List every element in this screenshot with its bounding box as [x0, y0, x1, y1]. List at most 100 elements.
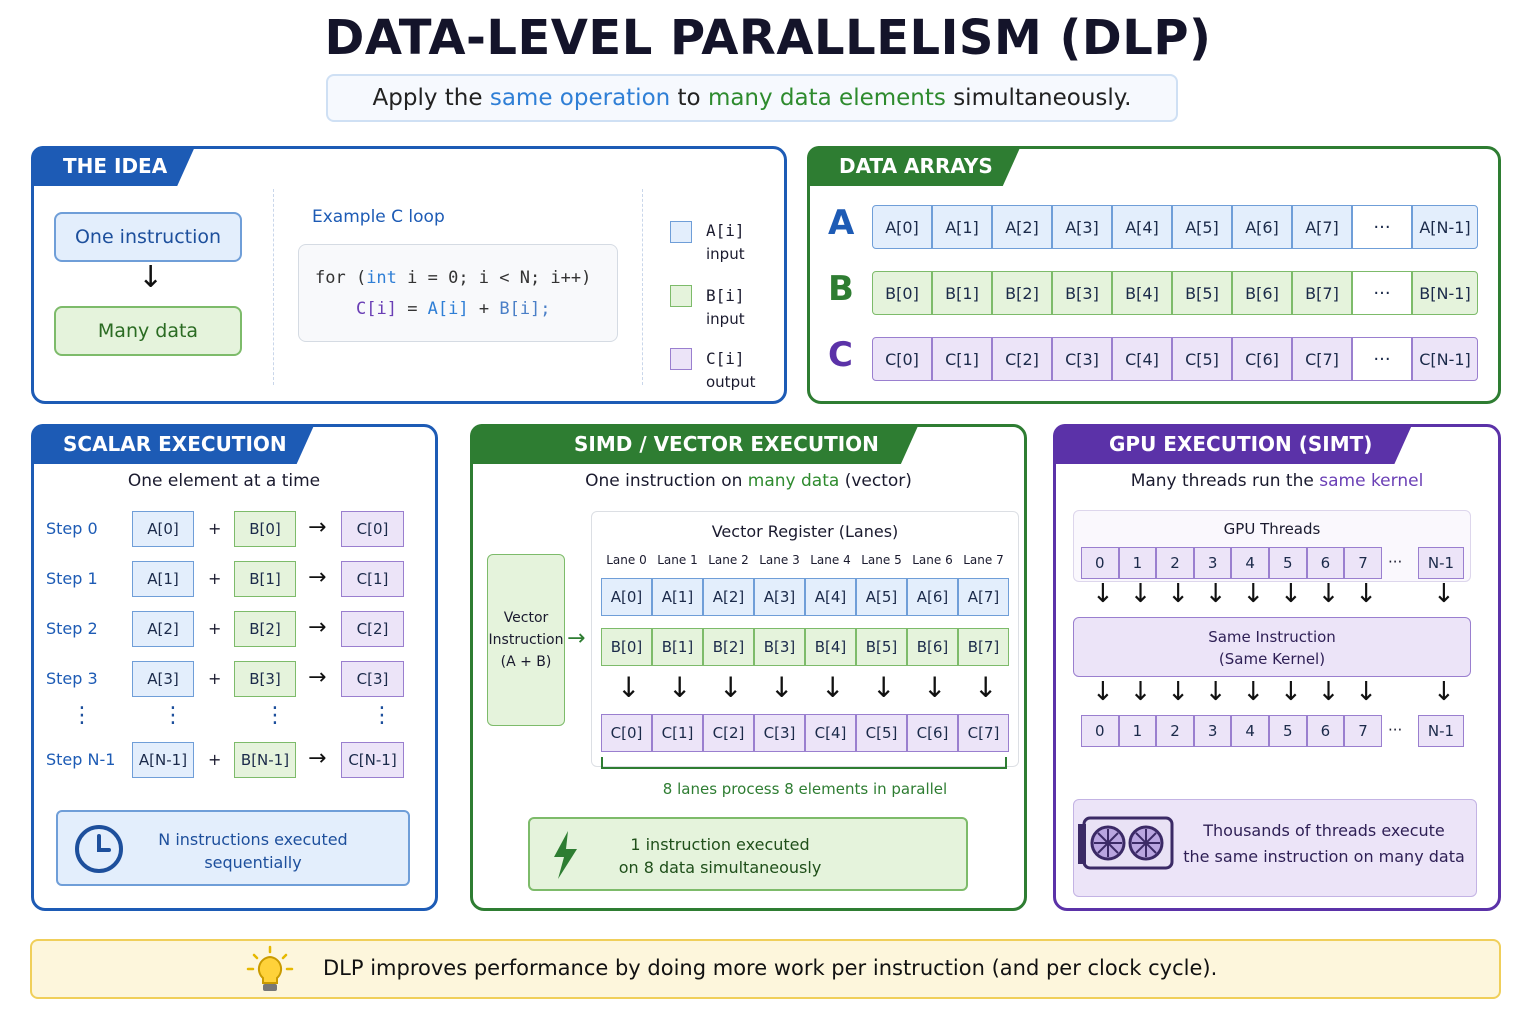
thread-top-cell: 4 — [1231, 547, 1269, 579]
legend-desc-c: output — [706, 373, 756, 391]
simd-b-cell: B[3] — [754, 628, 805, 666]
down-arrow-icon: ↓ — [1129, 579, 1152, 609]
array-cell: ··· — [1352, 205, 1412, 249]
right-arrow-icon: → — [567, 626, 586, 651]
array-cell: A[3] — [1052, 205, 1112, 249]
simd-subtitle: One instruction on many data (vector) — [473, 471, 1024, 491]
array-cell: C[0] — [872, 337, 932, 381]
plus-sign: + — [208, 750, 222, 769]
simd-b-cell: B[0] — [601, 628, 652, 666]
array-cell: A[5] — [1172, 205, 1232, 249]
code-token: i = 0; i < N; i++) — [396, 268, 592, 288]
array-cell: C[7] — [1292, 337, 1352, 381]
array-cell: A[1] — [932, 205, 992, 249]
plus-sign: + — [208, 519, 222, 538]
plus-sign: + — [208, 619, 222, 638]
gpu-subtitle: Many threads run the same kernel — [1056, 471, 1498, 491]
array-cell: C[4] — [1112, 337, 1172, 381]
array-cell: A[0] — [872, 205, 932, 249]
subtitle-highlight-many-data: many data elements — [707, 85, 946, 111]
gpu-card-icon — [1078, 816, 1174, 870]
simd-b-cell: B[2] — [703, 628, 754, 666]
lane-label: Lane 7 — [963, 553, 1004, 567]
down-arrow-icon: ↓ — [1204, 677, 1227, 707]
right-arrow-icon: → — [308, 615, 327, 640]
vertical-ellipsis: ⋮ — [71, 703, 93, 728]
down-arrow-icon: ↓ — [974, 671, 998, 704]
step-label: Step 0 — [46, 519, 98, 538]
scalar-a-cell: A[3] — [132, 661, 194, 697]
gpu-threads-title: GPU Threads — [1223, 520, 1321, 538]
thread-top-cell: 7 — [1344, 547, 1382, 579]
scalar-b-cell: B[N-1] — [234, 742, 296, 778]
gpu-tab: GPU EXECUTION (SIMT) — [1053, 424, 1412, 464]
same-instruction-line: Same Instruction — [1208, 628, 1336, 646]
simd-c-cell: C[0] — [601, 714, 652, 752]
subtitle-text: to — [670, 85, 708, 111]
down-arrow-icon: ↓ — [1092, 579, 1114, 609]
simd-c-cell: C[3] — [754, 714, 805, 752]
code-token: = — [396, 299, 428, 319]
down-arrow-icon: ↓ — [1167, 677, 1189, 707]
simd-b-cell: B[4] — [805, 628, 856, 666]
down-arrow-icon: ↓ — [1167, 579, 1189, 609]
lightning-icon — [554, 831, 577, 879]
thread-bottom-cell: 5 — [1269, 715, 1307, 747]
step-label: Step 1 — [46, 569, 98, 588]
scalar-c-cell: C[0] — [341, 511, 404, 547]
down-arrow-icon: ↓ — [770, 671, 794, 704]
step-label: Step 3 — [46, 669, 98, 688]
gpu-note-text: Thousands of threads execute the same ins… — [1174, 818, 1474, 870]
thread-bottom-cell: 2 — [1156, 715, 1194, 747]
step-label: Step 2 — [46, 619, 98, 638]
right-arrow-icon: → — [308, 515, 327, 540]
simd-c-cell: C[2] — [703, 714, 754, 752]
thread-top-cell: 5 — [1269, 547, 1307, 579]
gpu-note-line: Thousands of threads execute — [1203, 821, 1445, 840]
array-cell: ··· — [1352, 271, 1412, 315]
down-arrow-icon: ↓ — [1280, 579, 1302, 609]
code-c: C[i] — [356, 299, 397, 319]
down-arrow-icon: ↓ — [1242, 677, 1265, 707]
scalar-a-cell: A[2] — [132, 611, 194, 647]
lane-label: Lane 3 — [759, 553, 800, 567]
thread-top-cell: 6 — [1306, 547, 1345, 579]
right-arrow-icon: → — [308, 746, 327, 771]
thread-bottom-cell: N-1 — [1418, 715, 1464, 747]
simd-a-cell: A[2] — [703, 578, 754, 616]
down-arrow-icon: ↓ — [923, 671, 947, 704]
same-instruction-box: Same Instruction(Same Kernel) — [1073, 617, 1471, 677]
thread-bottom-cell: 7 — [1344, 715, 1382, 747]
simd-tab: SIMD / VECTOR EXECUTION — [470, 424, 919, 464]
array-cell: A[2] — [992, 205, 1052, 249]
array-cell: B[5] — [1172, 271, 1232, 315]
down-arrow-icon: ↓ — [1355, 579, 1377, 609]
vertical-ellipsis: ⋮ — [264, 703, 286, 728]
subtitle-text: simultaneously. — [945, 85, 1132, 111]
down-arrow-icon: ↓ — [1242, 579, 1265, 609]
code-line-2: C[i] = A[i] + B[i]; — [315, 294, 617, 325]
simd-note-line: 1 instruction executed — [630, 835, 810, 854]
simd-a-cell: A[5] — [856, 578, 907, 616]
scalar-subtitle: One element at a time — [127, 471, 321, 491]
down-arrow-icon: ↓ — [1204, 579, 1227, 609]
gpu-note-line: the same instruction on many data — [1183, 847, 1465, 866]
lanes-brace — [601, 757, 1007, 769]
scalar-a-cell: A[0] — [132, 511, 194, 547]
array-letter-b: B — [828, 269, 854, 309]
down-arrow-icon: ↓ — [1317, 579, 1340, 609]
simd-b-cell: B[6] — [907, 628, 958, 666]
simd-c-cell: C[6] — [907, 714, 958, 752]
simd-a-cell: A[1] — [652, 578, 703, 616]
scalar-a-cell: A[1] — [132, 561, 194, 597]
thread-ellipsis: ··· — [1388, 721, 1403, 739]
code-b: B[i]; — [499, 299, 551, 319]
down-arrow-icon: ↓ — [1280, 677, 1302, 707]
gpu-panel: GPU EXECUTION (SIMT) Many threads run th… — [1053, 424, 1501, 911]
legend-name-b: B[i] — [706, 286, 745, 305]
down-arrow-icon: ↓ — [719, 671, 743, 704]
array-cell: ··· — [1352, 337, 1412, 381]
thread-bottom-cell: 1 — [1118, 715, 1157, 747]
